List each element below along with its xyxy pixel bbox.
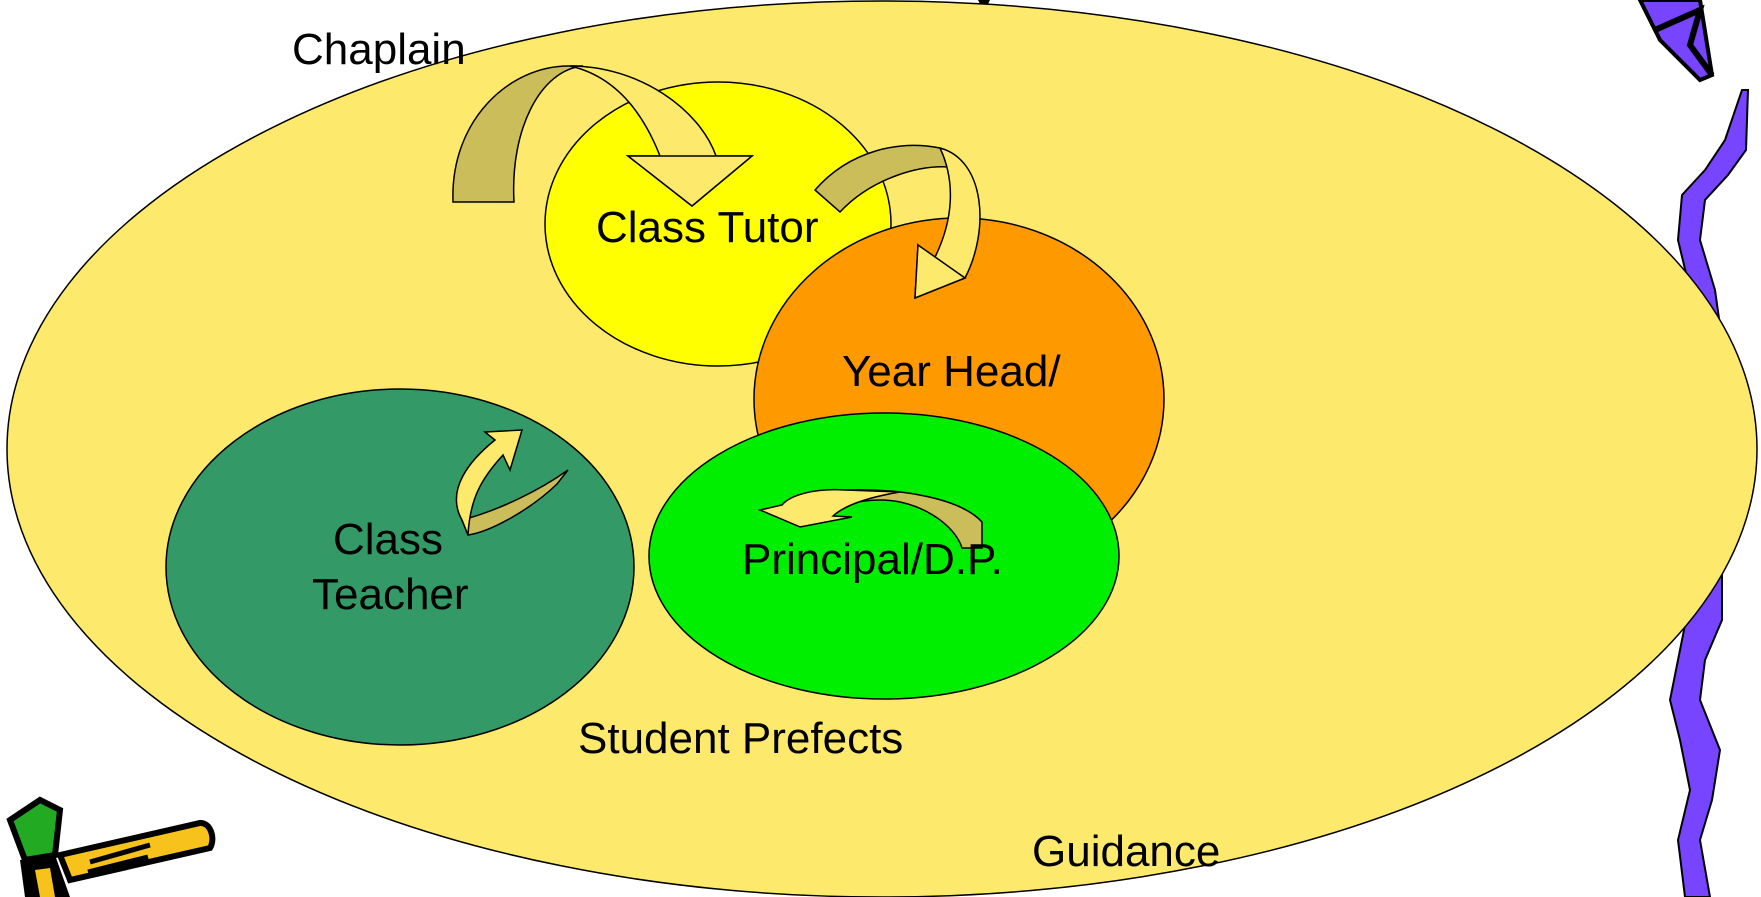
chaplain-label: Chaplain <box>292 25 466 74</box>
arrow-head <box>914 243 967 300</box>
arrow-principal <box>757 488 983 549</box>
pencil-clipart-icon <box>6 796 216 897</box>
year-head-label: Year Head/ <box>842 347 1061 396</box>
principal-label: Principal/D.P. <box>742 535 1003 584</box>
pencil-stripe <box>87 842 151 875</box>
arrow-class-teacher <box>455 429 569 536</box>
arrow-head <box>625 155 755 207</box>
arrow-tutor-to-yearhead <box>813 144 981 300</box>
class-teacher-label-line2: Teacher <box>312 570 469 619</box>
student-prefects-label: Student Prefects <box>578 714 903 763</box>
arrow-curve-back <box>460 469 569 536</box>
arrow-curve-front <box>757 488 901 528</box>
guidance-label: Guidance <box>1032 827 1220 876</box>
pen-tip-icon <box>1637 0 1715 83</box>
pencil-grip-stripe <box>35 868 55 897</box>
pencil-eraser <box>6 796 64 864</box>
arrow-curve-front <box>455 429 524 536</box>
arrow-chaplain-to-tutor <box>452 65 755 207</box>
principal-ellipse <box>648 412 1120 700</box>
class-teacher-ellipse <box>165 388 635 746</box>
pen-tip-highlight <box>1653 4 1715 77</box>
class-teacher-label-line1: Class <box>333 515 443 564</box>
class-tutor-label: Class Tutor <box>596 203 819 252</box>
